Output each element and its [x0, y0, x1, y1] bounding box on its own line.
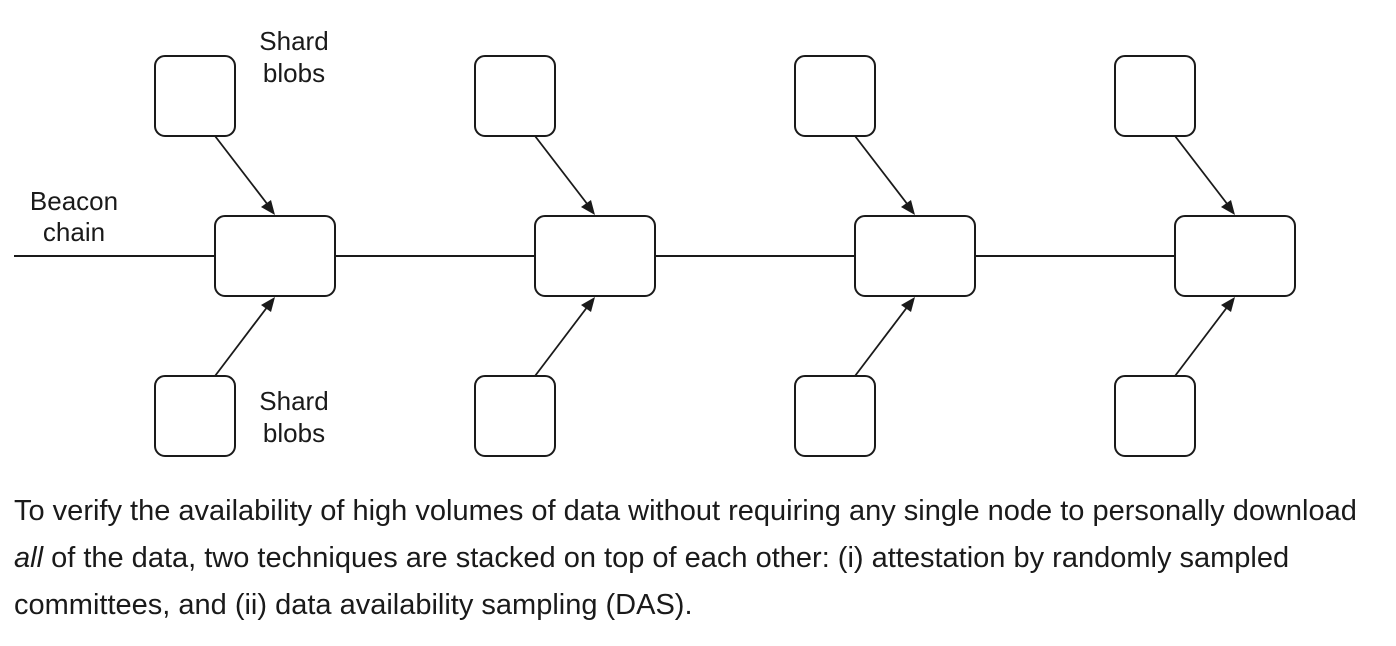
beacon-chain-diagram: Beacon chain Shard blobs Shard blobs	[14, 26, 1296, 457]
shard-blob-bottom-2	[474, 375, 556, 457]
caption-emphasis: all	[14, 542, 44, 574]
arrow-bottom-4	[1174, 305, 1229, 377]
caption-text-start: To verify the availability of high volum…	[14, 495, 1357, 527]
arrowhead-bottom-1	[261, 297, 275, 312]
shard-blob-top-1	[154, 55, 236, 137]
arrowhead-top-1	[261, 200, 275, 215]
shard-blob-bottom-1	[154, 375, 236, 457]
beacon-chain-label-line1: Beacon	[30, 186, 118, 216]
arrowhead-bottom-3	[901, 297, 915, 312]
beacon-block-3	[854, 215, 976, 297]
shard-blob-top-3	[794, 55, 876, 137]
shard-blob-bottom-4	[1114, 375, 1196, 457]
arrow-bottom-3	[854, 305, 909, 377]
arrow-top-4	[1174, 135, 1229, 206]
shard-blob-bottom-3	[794, 375, 876, 457]
beacon-block-4	[1174, 215, 1296, 297]
beacon-chain-label-line2: chain	[43, 217, 105, 247]
caption-paragraph: To verify the availability of high volum…	[14, 488, 1384, 629]
shard-blobs-label-top-line1: Shard	[259, 26, 328, 56]
arrowhead-bottom-2	[581, 297, 595, 312]
arrow-top-1	[214, 135, 269, 206]
arrowhead-top-2	[581, 200, 595, 215]
shard-blobs-label-bottom-line1: Shard	[259, 386, 328, 416]
shard-blobs-label-bottom-line2: blobs	[263, 418, 325, 448]
arrow-top-2	[534, 135, 589, 206]
arrowhead-bottom-4	[1221, 297, 1235, 312]
arrow-bottom-2	[534, 305, 589, 377]
beacon-block-2	[534, 215, 656, 297]
shard-blob-top-2	[474, 55, 556, 137]
arrowhead-top-4	[1221, 200, 1235, 215]
shard-blobs-label-top-line2: blobs	[263, 58, 325, 88]
arrowhead-top-3	[901, 200, 915, 215]
arrow-bottom-1	[214, 305, 269, 377]
arrow-top-3	[854, 135, 909, 206]
beacon-block-1	[214, 215, 336, 297]
caption-text-end: of the data, two techniques are stacked …	[14, 542, 1290, 621]
shard-blob-top-4	[1114, 55, 1196, 137]
